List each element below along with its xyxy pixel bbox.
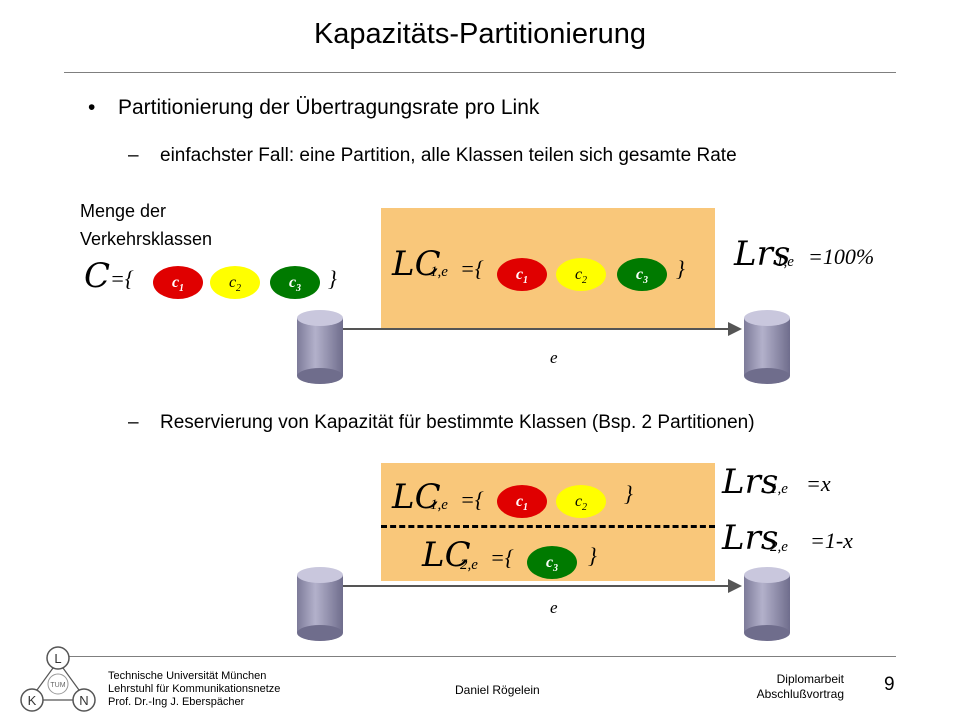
lrs-value-2b: =1-x	[810, 528, 853, 553]
lc-close-1: }	[676, 256, 685, 281]
node-right-1	[744, 310, 790, 384]
lc-open-1: ={	[460, 256, 484, 281]
lrs-sub-2a: 1,e	[770, 481, 788, 497]
lrs-sub-1: 1,e	[776, 254, 794, 270]
bullet-text: Partitionierung der Übertragungsrate pro…	[118, 96, 540, 119]
sub-bullet-reservation: Reservierung von Kapazität für bestimmte…	[160, 412, 755, 433]
edge-1-arrowhead	[728, 322, 742, 336]
class-c2: c2	[210, 266, 260, 299]
lc-symbol-1: LC	[392, 244, 441, 284]
class-c1: c1	[497, 258, 547, 291]
title-divider	[64, 72, 896, 73]
slide-title: Kapazitäts-Partitionierung	[313, 18, 647, 50]
dash-marker: –	[128, 145, 139, 166]
lrs-value-2a: =x	[806, 471, 831, 496]
set-symbol: C	[84, 256, 111, 296]
node-left-1	[297, 310, 343, 384]
logo-letter-k: K	[28, 693, 37, 708]
class-c3: c3	[270, 266, 320, 299]
lc-sub-2a: 1,e	[430, 497, 448, 513]
lc-symbol-2a: LC	[392, 477, 441, 517]
lc-symbol-2b: LC	[422, 535, 471, 575]
lrs-sub-2b: 2,e	[770, 539, 788, 555]
sub-bullet-simple-case: einfachster Fall: eine Partition, alle K…	[160, 145, 737, 166]
lc-close-2b: }	[588, 543, 597, 568]
edge-label-1: e	[550, 348, 558, 367]
lc-open-2b: ={	[490, 545, 514, 570]
logo-letter-n: N	[79, 693, 88, 708]
lrs-symbol-2b: Lrs	[722, 518, 779, 558]
set-close-brace: }	[328, 266, 337, 291]
class-c2: c2	[556, 258, 606, 291]
footer-author: Daniel Rögelein	[455, 683, 540, 697]
class-c1: c1	[153, 266, 203, 299]
partition-divider	[381, 525, 715, 528]
bullet-marker: •	[88, 96, 96, 119]
edge-2-arrowhead	[728, 579, 742, 593]
page-number: 9	[884, 674, 895, 695]
node-right-2	[744, 567, 790, 641]
logo-tum: TUM	[50, 682, 65, 689]
footer-event: Diplomarbeit Abschlußvortrag	[756, 672, 844, 701]
lc-close-2a: }	[624, 481, 633, 506]
lrs-symbol-2a: Lrs	[722, 462, 779, 502]
class-c1: c1	[497, 485, 547, 518]
class-c3: c3	[617, 258, 667, 291]
footer-institution: Technische Universität München Lehrstuhl…	[108, 670, 281, 708]
dash-marker: –	[128, 412, 139, 433]
footer-divider	[64, 656, 896, 657]
institute-logo: L K N TUM	[20, 646, 96, 712]
class-c3: c3	[527, 546, 577, 579]
node-left-2	[297, 567, 343, 641]
class-c2: c2	[556, 485, 606, 518]
logo-letter-l: L	[54, 651, 61, 666]
set-open-brace: ={	[110, 266, 134, 291]
class-set-label: Menge der Verkehrsklassen	[80, 201, 213, 249]
lc-sub-2b: 2,e	[460, 557, 478, 573]
lc-open-2a: ={	[460, 487, 484, 512]
edge-label-2: e	[550, 598, 558, 617]
lrs-symbol-1: Lrs	[734, 234, 791, 274]
lrs-value-1: =100%	[808, 244, 875, 269]
lc-sub-1: 1,e	[430, 264, 448, 280]
